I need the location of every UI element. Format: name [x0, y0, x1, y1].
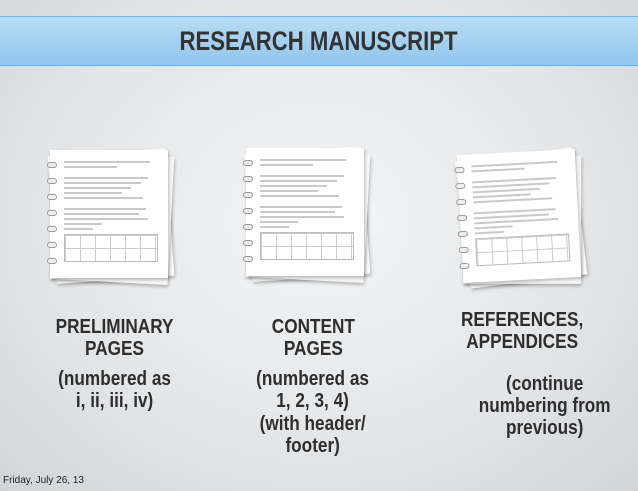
references-appendices-heading: REFERENCES, APPENDICES — [460, 309, 584, 353]
content-pages-extra-note: (with header/ footer) — [259, 413, 367, 457]
content-pages-note: (numbered as 1, 2, 3, 4) — [256, 368, 370, 412]
references-appendices-note: (continue numbering from previous) — [479, 373, 611, 439]
preliminary-pages-note: (numbered as i, ii, iii, iv) — [58, 368, 172, 412]
document-illustration — [454, 147, 588, 289]
slide-title: RESEARCH MANUSCRIPT — [179, 25, 459, 56]
footer-date: Friday, July 26, 13 — [3, 475, 84, 486]
content-pages-heading: CONTENT PAGES — [271, 316, 355, 360]
document-illustration — [243, 146, 371, 284]
document-illustration — [47, 148, 175, 286]
title-banner: RESEARCH MANUSCRIPT — [0, 16, 638, 66]
preliminary-pages-heading: PRELIMINARY PAGES — [56, 316, 174, 360]
